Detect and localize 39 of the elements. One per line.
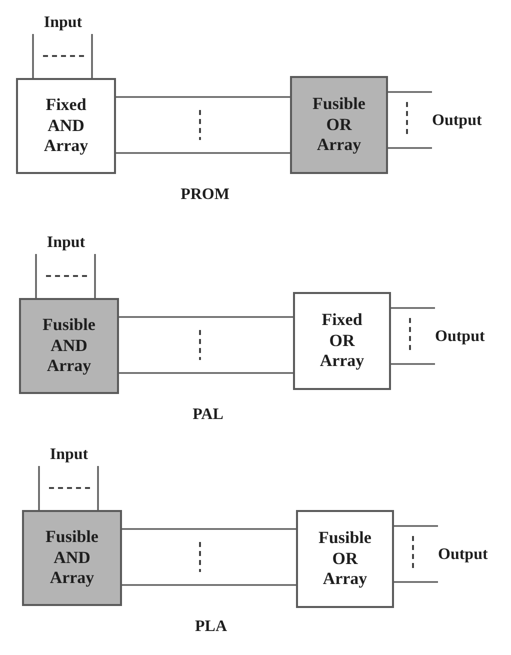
section-title: PAL: [192, 406, 224, 424]
connector-line: [122, 584, 296, 586]
block-label: Fusible AND Array: [44, 527, 100, 589]
block-label: Fusible OR Array: [312, 94, 366, 156]
port-label: Input: [50, 446, 88, 464]
array-block: [16, 78, 116, 174]
connector-line: [391, 363, 435, 365]
block-label: Fusible AND Array: [42, 315, 96, 377]
port-label: Input: [44, 14, 82, 32]
shaded-array-block: [19, 298, 119, 394]
port-label: Output: [435, 328, 485, 346]
block-label: Fusible OR Array: [318, 528, 372, 590]
connector-line: [122, 528, 296, 530]
section-title: PROM: [180, 186, 230, 204]
port-label: Output: [438, 546, 488, 564]
connector-line: [394, 525, 438, 527]
connector-line: [391, 307, 435, 309]
shaded-array-block: [290, 76, 388, 174]
shaded-array-block: [22, 510, 122, 606]
connector-line: [116, 96, 290, 98]
connector-line: [119, 316, 293, 318]
array-block: [293, 292, 391, 390]
connector-line: [91, 34, 93, 78]
connector-line: [388, 147, 432, 149]
connector-line: [38, 466, 40, 510]
section-title: PLA: [195, 618, 227, 636]
connector-line: [116, 152, 290, 154]
connector-line: [35, 254, 37, 298]
array-block: [296, 510, 394, 608]
connector-line: [119, 372, 293, 374]
connector-line: [32, 34, 34, 78]
connector-line: [94, 254, 96, 298]
port-label: Output: [432, 112, 482, 130]
connector-line: [388, 91, 432, 93]
connector-line: [394, 581, 438, 583]
connector-line: [97, 466, 99, 510]
block-label: Fixed OR Array: [318, 310, 366, 372]
port-label: Input: [46, 234, 86, 252]
block-label: Fixed AND Array: [42, 95, 90, 157]
